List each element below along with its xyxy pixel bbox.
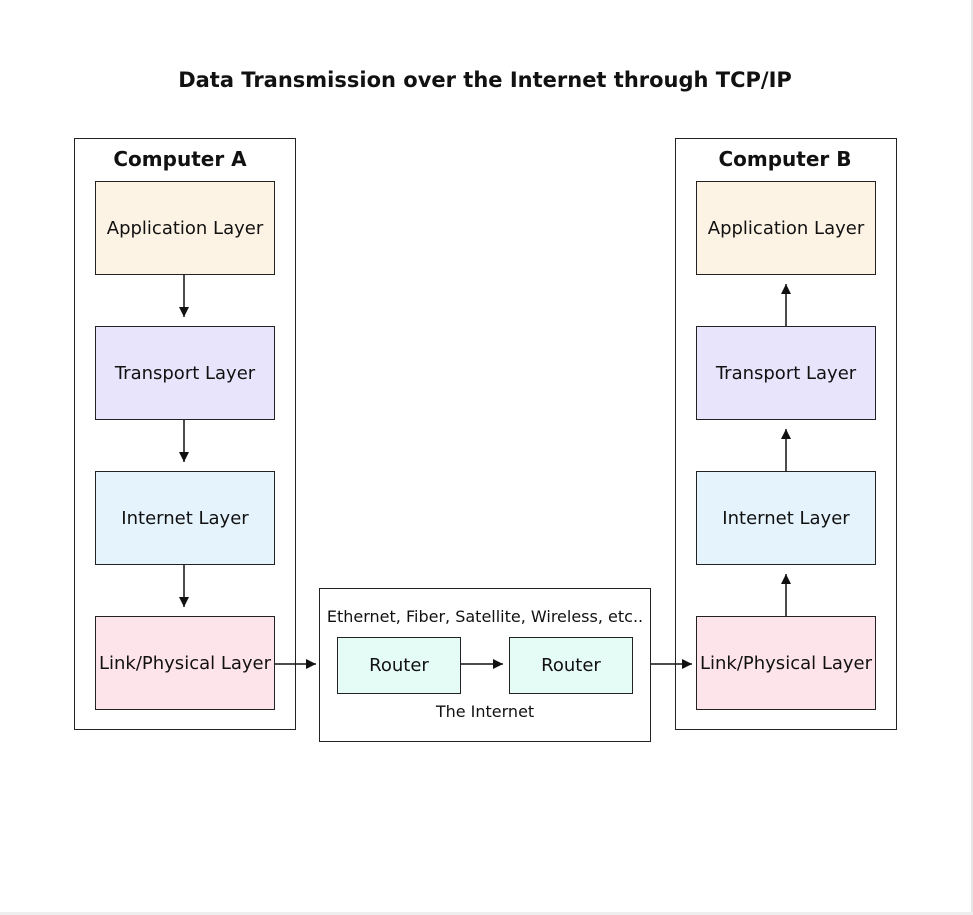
computer-b-link-physical-layer: Link/Physical Layer <box>696 616 876 710</box>
computer-b-title: Computer B <box>718 147 852 171</box>
computer-b-internet-layer: Internet Layer <box>696 471 876 565</box>
computer-b-frame <box>675 138 897 730</box>
internet-label: The Internet <box>435 702 535 721</box>
bottom-edge-line <box>0 912 973 915</box>
computer-b-application-layer: Application Layer <box>696 181 876 275</box>
router-1: Router <box>337 637 461 694</box>
diagram-title: Data Transmission over the Internet thro… <box>178 68 792 92</box>
right-edge-line <box>971 0 973 915</box>
router-2: Router <box>509 637 633 694</box>
computer-a-frame <box>74 138 296 730</box>
internet-media-label: Ethernet, Fiber, Satellite, Wireless, et… <box>326 607 644 626</box>
computer-a-transport-layer: Transport Layer <box>95 326 275 420</box>
computer-b-transport-layer: Transport Layer <box>696 326 876 420</box>
computer-a-internet-layer: Internet Layer <box>95 471 275 565</box>
computer-a-title: Computer A <box>113 147 247 171</box>
computer-a-link-physical-layer: Link/Physical Layer <box>95 616 275 710</box>
internet-frame <box>319 588 651 742</box>
computer-a-application-layer: Application Layer <box>95 181 275 275</box>
